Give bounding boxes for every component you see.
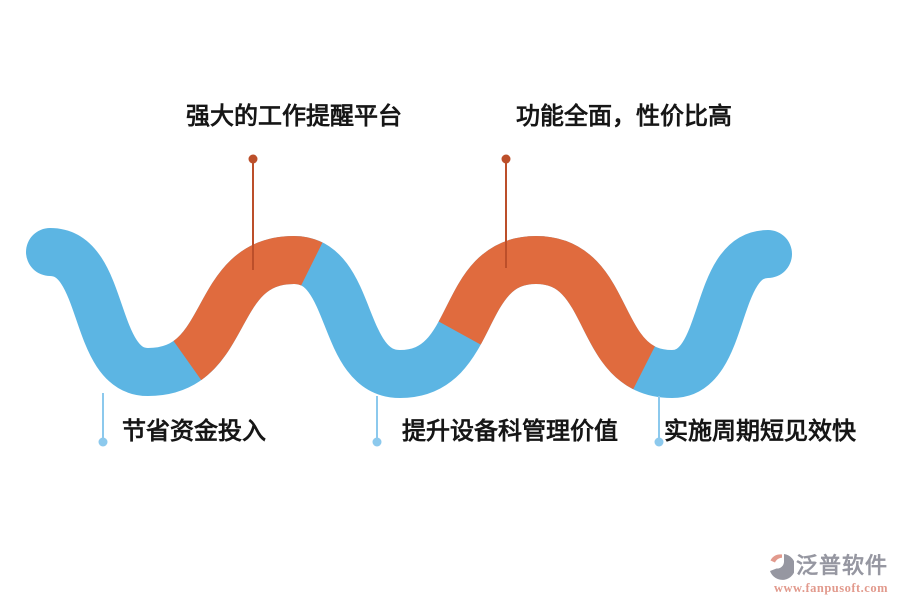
callout-label-reminder-platform: 强大的工作提醒平台	[186, 103, 402, 130]
leader-dot	[98, 437, 108, 447]
watermark-brand-text: 泛普软件	[795, 553, 888, 578]
wave-blue-segments	[26, 228, 792, 399]
leader-dot	[248, 154, 258, 164]
callout-label-short-cycle: 实施周期短见效快	[664, 418, 856, 445]
callout-label-management-value: 提升设备科管理价值	[402, 418, 618, 445]
watermark-url-text: www.fanpusoft.com	[773, 580, 888, 595]
leader-dot	[372, 437, 382, 447]
callout-label-save-investment: 节省资金投入	[122, 418, 266, 445]
fanpu-logo-icon	[769, 553, 794, 580]
callout-label-cost-performance: 功能全面，性价比高	[516, 103, 732, 130]
fanpu-watermark[interactable]: 泛普软件 www.fanpusoft.com	[768, 553, 888, 595]
leader-dot	[654, 437, 664, 447]
leader-dot	[501, 154, 511, 164]
